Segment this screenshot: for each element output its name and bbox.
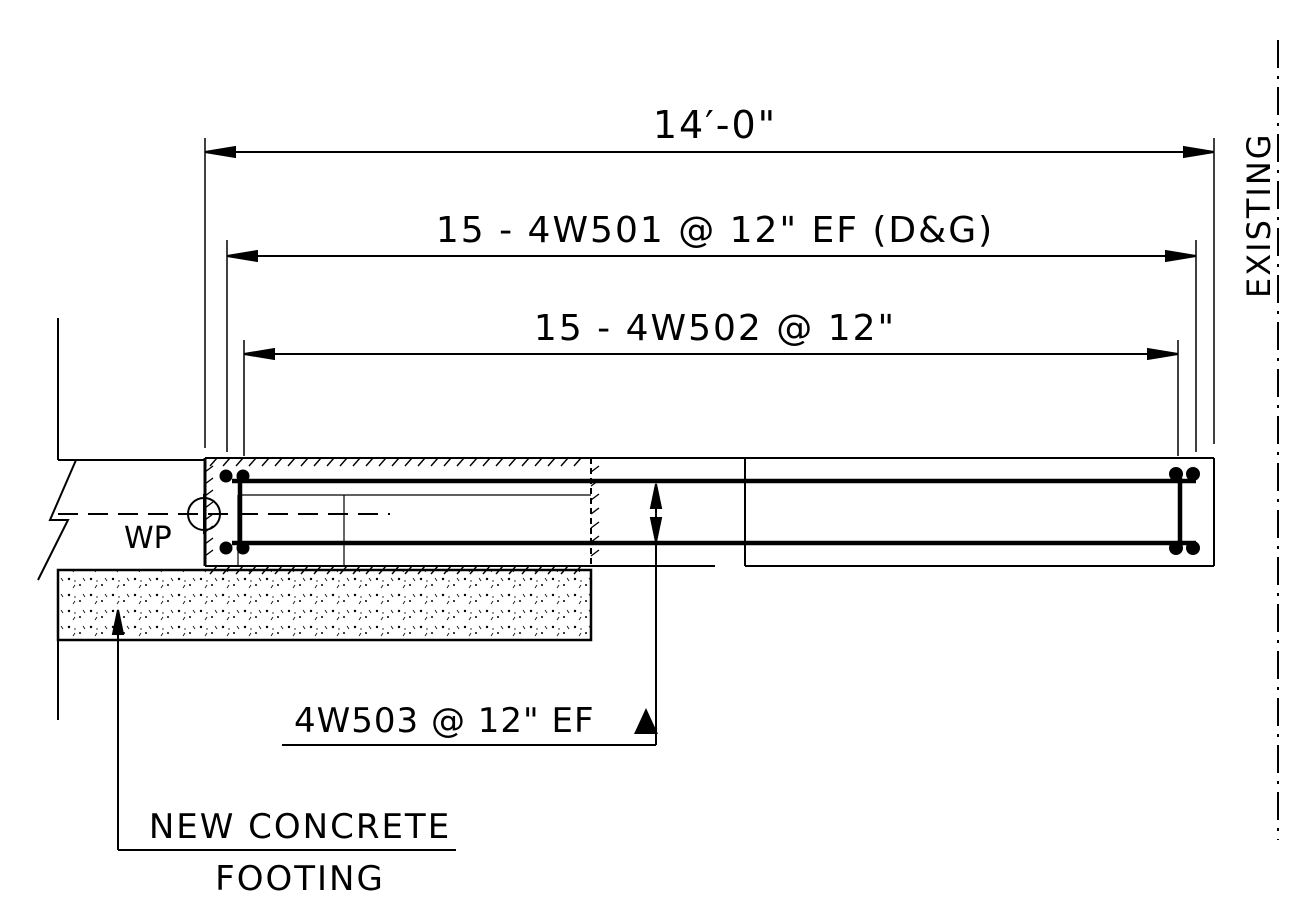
hatch-tick bbox=[417, 565, 426, 575]
hatch-tick bbox=[534, 457, 543, 467]
hatch-tick bbox=[222, 457, 231, 467]
hatch-tick bbox=[204, 465, 214, 473]
slab-outline bbox=[203, 457, 1215, 567]
hatch-tick bbox=[590, 521, 600, 529]
hatch-tick bbox=[209, 565, 218, 575]
hatch-tick bbox=[222, 565, 231, 575]
hatch-tick bbox=[534, 565, 543, 575]
hatch-tick bbox=[590, 507, 600, 515]
hatch-tick bbox=[274, 565, 283, 575]
hatch-tick bbox=[560, 565, 569, 575]
hatch-tick bbox=[469, 565, 478, 575]
hatch-tick bbox=[326, 457, 335, 467]
new-concrete-label: NEW CONCRETE bbox=[149, 807, 451, 847]
hatch-tick bbox=[204, 489, 214, 497]
hatch-tick bbox=[560, 457, 569, 467]
hatch-tick bbox=[443, 457, 452, 467]
hatch-tick bbox=[378, 565, 387, 575]
hatch-tick bbox=[365, 457, 374, 467]
overall-dimension-label: 14′-0" bbox=[653, 103, 777, 147]
hatch-tick bbox=[352, 457, 361, 467]
hatch-tick bbox=[339, 457, 348, 467]
rebar-group bbox=[219, 467, 1200, 555]
hatch-tick bbox=[590, 465, 600, 473]
bar-dot bbox=[219, 541, 233, 555]
break-line bbox=[37, 459, 78, 581]
work-point-symbol bbox=[58, 494, 390, 534]
w501-label: 15 - 4W501 @ 12" EF (D&G) bbox=[436, 210, 994, 251]
hatch-tick bbox=[456, 565, 465, 575]
hatch-tick bbox=[248, 565, 257, 575]
bar-dot bbox=[236, 541, 250, 555]
hatch-tick bbox=[235, 565, 244, 575]
waterproofing-hatch bbox=[204, 457, 600, 575]
hatch-tick bbox=[204, 537, 214, 545]
hatch-tick bbox=[417, 457, 426, 467]
hatch-tick bbox=[204, 477, 214, 485]
hatch-tick bbox=[521, 565, 530, 575]
bar-dot bbox=[1186, 541, 1200, 555]
footing-callout bbox=[111, 609, 456, 851]
w502-label: 15 - 4W502 @ 12" bbox=[534, 308, 896, 349]
w503-label: 4W503 @ 12" EF bbox=[294, 701, 595, 741]
hatch-tick bbox=[261, 457, 270, 467]
hatch-tick bbox=[378, 457, 387, 467]
hatch-tick bbox=[547, 565, 556, 575]
bar-dot bbox=[1169, 467, 1183, 481]
w503-callout: 4W503 @ 12" EF bbox=[282, 701, 658, 746]
hatch-tick bbox=[209, 457, 218, 467]
bar-dot bbox=[1169, 541, 1183, 555]
hatch-tick bbox=[248, 457, 257, 467]
hatch-tick bbox=[482, 457, 491, 467]
hatch-tick bbox=[573, 565, 582, 575]
hatch-tick bbox=[300, 457, 309, 467]
hatch-tick bbox=[456, 457, 465, 467]
hatch-tick bbox=[339, 565, 348, 575]
hatch-tick bbox=[326, 565, 335, 575]
hatch-tick bbox=[404, 457, 413, 467]
hatch-tick bbox=[590, 493, 600, 501]
hatch-tick bbox=[352, 565, 361, 575]
hatch-tick bbox=[443, 565, 452, 575]
section-marker-icon bbox=[634, 708, 658, 734]
hatch-tick bbox=[482, 565, 491, 575]
hatch-tick bbox=[404, 565, 413, 575]
hatch-tick bbox=[204, 501, 214, 509]
hatch-tick bbox=[365, 565, 374, 575]
left-wall bbox=[37, 318, 205, 720]
hatch-tick bbox=[204, 549, 214, 557]
bar-dot bbox=[236, 469, 250, 483]
new-concrete-footing bbox=[56, 568, 593, 642]
bar-dot bbox=[1186, 467, 1200, 481]
bar-dot bbox=[219, 469, 233, 483]
hatch-tick bbox=[313, 457, 322, 467]
hatch-tick bbox=[274, 457, 283, 467]
footing-label: FOOTING bbox=[215, 859, 385, 899]
dimension-lines bbox=[204, 138, 1215, 745]
hatch-tick bbox=[508, 565, 517, 575]
hatch-tick bbox=[430, 565, 439, 575]
hatch-tick bbox=[261, 565, 270, 575]
wp-label: WP bbox=[124, 521, 172, 556]
hatch-tick bbox=[521, 457, 530, 467]
hatch-tick bbox=[495, 457, 504, 467]
hatch-tick bbox=[391, 457, 400, 467]
hatch-tick bbox=[495, 565, 504, 575]
hatch-tick bbox=[508, 457, 517, 467]
hatch-tick bbox=[300, 565, 309, 575]
hatch-tick bbox=[547, 457, 556, 467]
hatch-tick bbox=[590, 549, 600, 557]
hatch-tick bbox=[391, 565, 400, 575]
hatch-tick bbox=[430, 457, 439, 467]
hatch-tick bbox=[287, 565, 296, 575]
hatch-tick bbox=[235, 457, 244, 467]
hatch-tick bbox=[469, 457, 478, 467]
existing-label: EXISTING bbox=[1240, 132, 1278, 298]
hatch-tick bbox=[313, 565, 322, 575]
hatch-tick bbox=[287, 457, 296, 467]
hatch-tick bbox=[573, 457, 582, 467]
